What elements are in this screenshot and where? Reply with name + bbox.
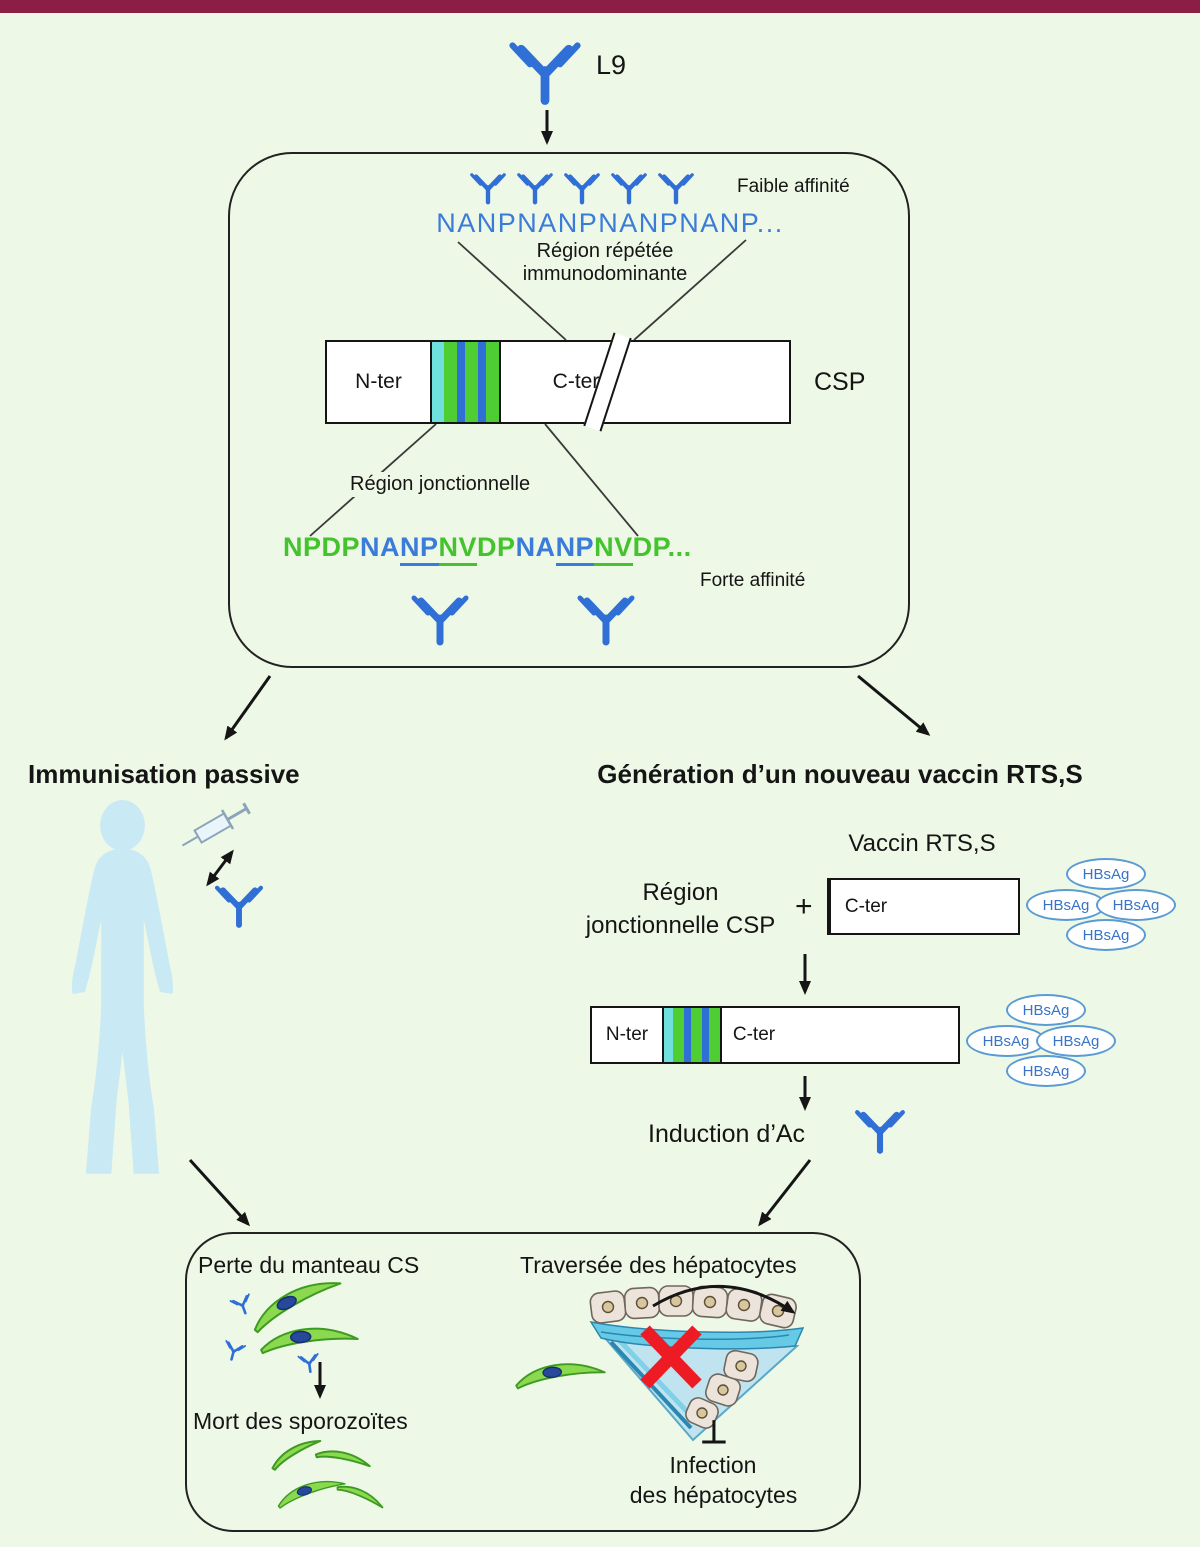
nter-box: N-ter [592, 1008, 664, 1062]
infection-label-line1: Infection [669, 1452, 757, 1478]
antibody-icon [212, 876, 266, 930]
antibody-icon [408, 584, 472, 648]
hbsag-ellipse: HBsAg [1066, 919, 1146, 951]
new-construct-bar: N-ter C-ter [590, 1006, 960, 1064]
sporozoite-icon [515, 1359, 607, 1396]
arrow-silhouette-to-effects [188, 1158, 251, 1227]
perte-manteau-label: Perte du manteau CS [198, 1252, 420, 1278]
bottom-band [0, 0, 1200, 13]
junction-stripe [444, 342, 457, 422]
junction-stripe [673, 1008, 684, 1062]
arrow-to-passive [224, 675, 272, 741]
hbsag-ellipse: HBsAg [1036, 1025, 1116, 1057]
junction-stripe [709, 1008, 720, 1062]
cter-box: C-ter [499, 342, 651, 422]
arrow-vaccine-step1 [799, 954, 811, 995]
traversal-arrow [652, 1284, 796, 1314]
arrow-vaccine-step2 [799, 1076, 811, 1111]
csp-label: CSP [814, 368, 866, 396]
red-cross-icon [640, 1325, 702, 1389]
human-silhouette [71, 800, 174, 1174]
antibody-icon [574, 584, 638, 648]
hbsag-ellipse: HBsAg [1066, 858, 1146, 890]
antibody-icon [562, 166, 602, 206]
arrow-l9-to-box [541, 110, 553, 145]
antibody-icon [852, 1100, 908, 1156]
effects-panel [185, 1232, 861, 1532]
hepatocyte-tissue [589, 1284, 805, 1442]
forte-affinite-label: Forte affinité [700, 570, 806, 591]
junction-stripe [664, 1008, 673, 1062]
mort-sporozoites-label: Mort des sporozoïtes [193, 1408, 408, 1434]
plus-sign: + [795, 890, 813, 923]
junction-stripe [465, 342, 478, 422]
region-jonctionnelle-csp-label: Région jonctionnelle CSP [585, 879, 776, 939]
syringe-icon [181, 802, 251, 847]
junction-stripe [691, 1008, 702, 1062]
antibody-icon [656, 166, 696, 206]
hbsag-ellipse: HBsAg [966, 1025, 1046, 1057]
hbsag-ellipse: HBsAg [1096, 889, 1176, 921]
region-repetee-label: Région répétée immunodominante [522, 240, 688, 285]
hbsag-cluster: HBsAg HBsAg HBsAg HBsAg [1026, 858, 1176, 951]
junction-stripe [457, 342, 465, 422]
antibody-icon [515, 166, 555, 206]
vaccine-title: Génération d’un nouveau vaccin RTS,S [597, 759, 1083, 789]
antibody-icon [609, 166, 649, 206]
traversee-label: Traversée des hépatocytes [520, 1252, 797, 1278]
junction-stripe [432, 342, 444, 422]
passive-title: Immunisation passive [28, 759, 300, 789]
hbsag-ellipse: HBsAg [1006, 994, 1086, 1026]
rtss-vaccine-bar: C-ter [827, 878, 1020, 935]
junction-stripe [684, 1008, 691, 1062]
infection-label-line2: des hépatocytes [629, 1482, 798, 1508]
arrow-antibody-syringe [206, 849, 234, 887]
region-jonctionnelle-label: Région jonctionnelle [342, 472, 539, 497]
junction-stripe [702, 1008, 709, 1062]
induction-label: Induction d’Ac [648, 1120, 806, 1148]
cter-box: C-ter [829, 880, 901, 933]
arrow-to-vaccine [857, 674, 931, 736]
hbsag-cluster: HBsAg HBsAg HBsAg HBsAg [966, 994, 1116, 1087]
antibody-icon [468, 166, 508, 206]
arrow-induction-to-effects [758, 1159, 812, 1227]
arrow-sporozoite-death [314, 1362, 326, 1399]
csp-protein-bar: N-ter C-ter [325, 340, 791, 424]
cter-box: C-ter [720, 1008, 786, 1062]
l9-label: L9 [596, 50, 627, 80]
nanp-repeat-sequence: NANPNANPNANPNANP... [436, 208, 784, 238]
hbsag-ellipse: HBsAg [1006, 1055, 1086, 1087]
hbsag-ellipse: HBsAg [1026, 889, 1106, 921]
junction-sequence: NPDPNANPNVDPNANPNVDP... [283, 532, 692, 566]
nter-box: N-ter [327, 342, 432, 422]
csp-panel [228, 152, 910, 668]
junction-stripe [486, 342, 499, 422]
inhibition-symbol: ⊥ [700, 1414, 728, 1450]
junction-stripe [478, 342, 486, 422]
faible-affinite-label: Faible affinité [737, 176, 850, 197]
l9-antibody-icon [505, 28, 585, 108]
vaccin-rtss-label: Vaccin RTS,S [848, 830, 996, 857]
